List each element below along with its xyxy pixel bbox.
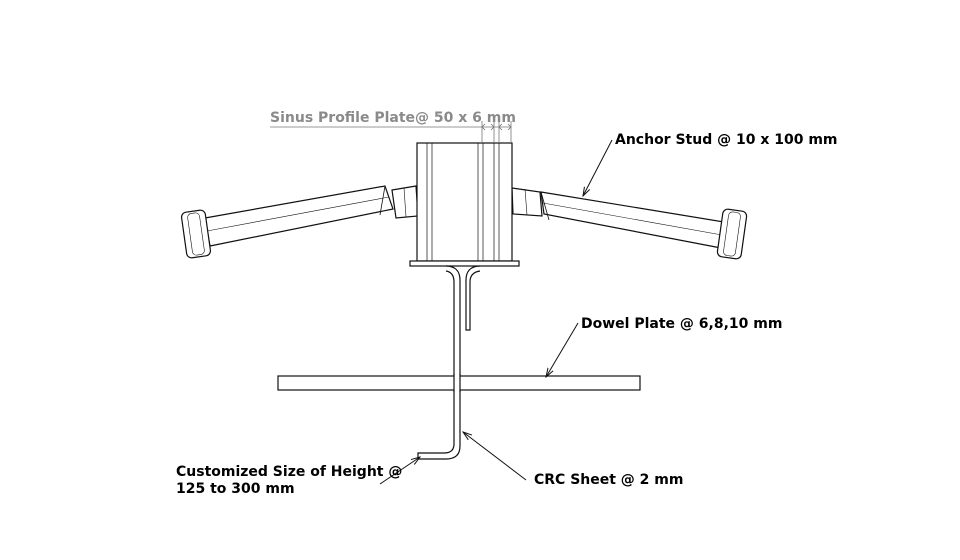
height-label-line2: 125 to 300 mm xyxy=(176,481,295,497)
left-anchor-stud xyxy=(180,185,419,259)
height-leader xyxy=(379,457,420,485)
crc-sheet-label: CRC Sheet @ 2 mm xyxy=(534,472,683,488)
sinus-profile-label: Sinus Profile Plate@ 50 x 6 mm xyxy=(270,110,516,126)
crc-sheet xyxy=(417,265,481,460)
leader-lines xyxy=(379,139,613,485)
sinus-profile-plate xyxy=(409,142,520,267)
dowel-plate-leader xyxy=(546,322,579,377)
dowel-plate-label: Dowel Plate @ 6,8,10 mm xyxy=(581,316,782,332)
crc-sheet-leader xyxy=(463,432,527,481)
anchor-stud-label: Anchor Stud @ 10 x 100 mm xyxy=(615,132,838,148)
right-anchor-stud xyxy=(511,187,748,260)
anchor-stud-leader xyxy=(583,139,613,196)
crc-sheet-overlap xyxy=(453,374,461,392)
sinus-dimension xyxy=(270,121,512,143)
height-label-line1: Customized Size of Height @ xyxy=(176,464,402,480)
